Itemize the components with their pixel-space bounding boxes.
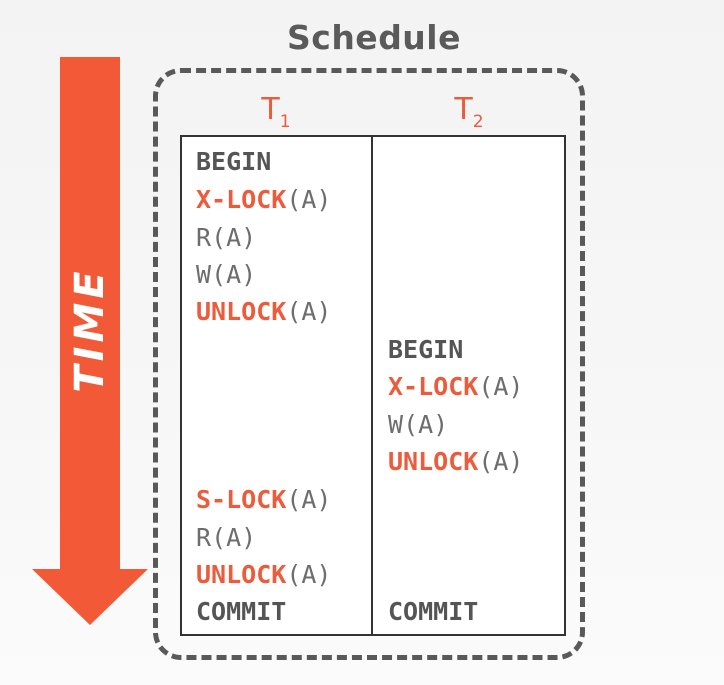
t1-op-unlock-2: UNLOCK(A) <box>196 560 332 589</box>
column-header-t1: T1 <box>261 92 291 132</box>
time-arrow <box>32 57 148 625</box>
t1-op-read: R(A) <box>196 223 257 252</box>
t1-op-xlock: X-LOCK(A) <box>196 185 332 214</box>
t1-op-read-2: R(A) <box>196 523 257 552</box>
schedule-table <box>180 135 566 636</box>
t1-op-commit: COMMIT <box>196 597 287 626</box>
column-header-t2: T2 <box>454 92 484 132</box>
t2-op-write: W(A) <box>388 410 449 439</box>
column-divider <box>371 135 373 636</box>
t2-op-unlock: UNLOCK(A) <box>388 447 524 476</box>
t1-op-slock: S-LOCK(A) <box>196 485 332 514</box>
time-label: TIME <box>67 267 113 393</box>
schedule-frame <box>153 68 585 660</box>
t1-op-begin: BEGIN <box>196 147 272 176</box>
schedule-title: Schedule <box>286 18 461 57</box>
t1-op-unlock: UNLOCK(A) <box>196 297 332 326</box>
t2-op-begin: BEGIN <box>388 335 464 364</box>
t2-op-commit: COMMIT <box>388 597 479 626</box>
t1-op-write: W(A) <box>196 260 257 289</box>
t2-op-xlock: X-LOCK(A) <box>388 372 524 401</box>
